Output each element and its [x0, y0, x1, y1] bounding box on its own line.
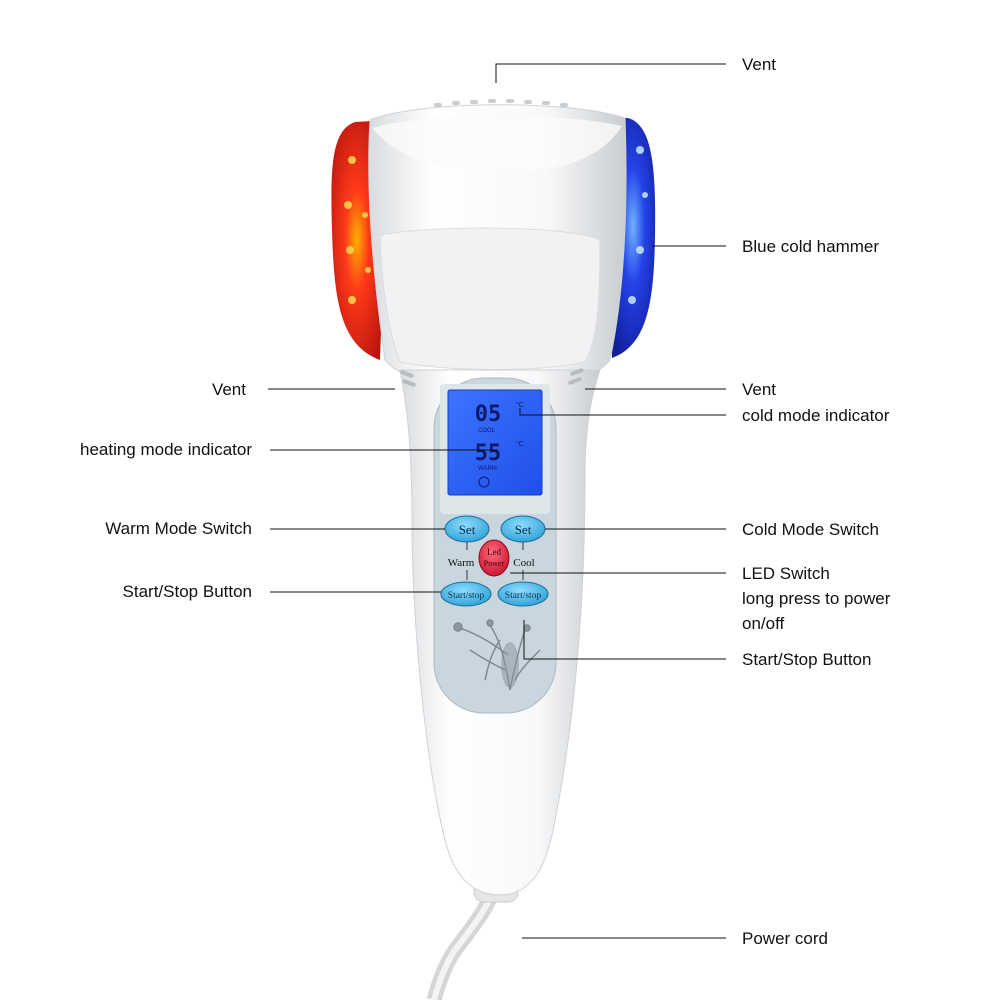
callout-cold-mode-indicator: cold mode indicator [742, 406, 890, 425]
svg-text:Start/stop: Start/stop [505, 591, 542, 601]
callout-cold-mode-switch: Cold Mode Switch [742, 520, 880, 539]
callout-blue-cold-hammer: Blue cold hammer [742, 237, 880, 256]
callout-led-switch-line2: long press to power [742, 589, 891, 608]
callout-vent-right: Vent [742, 380, 777, 399]
callout-led-switch: LED Switch long press to power on/off [742, 561, 890, 636]
lcd-cool-label: COOL [478, 428, 496, 434]
svg-text:°C: °C [516, 401, 524, 409]
lcd-warm-value: 55 [475, 441, 502, 466]
cool-label: Cool [513, 557, 534, 569]
callout-vent-left: Vent [211, 380, 246, 399]
leader-lines [268, 63, 726, 939]
callout-led-switch-line3: on/off [742, 614, 785, 633]
callout-led-switch-line1: LED Switch [742, 564, 830, 583]
callout-power-cord: Power cord [742, 929, 828, 948]
svg-text:Led: Led [487, 547, 501, 557]
callout-vent-top: Vent [742, 55, 777, 74]
lcd-cool-value: 05 [475, 402, 502, 427]
svg-text:Power: Power [484, 559, 505, 568]
vent-left [400, 370, 416, 387]
vent-top [434, 99, 568, 107]
led-power-button[interactable] [478, 539, 510, 577]
lcd-icon [478, 476, 490, 488]
callout-warm-mode-switch: Warm Mode Switch [105, 519, 252, 538]
svg-text:Start/stop: Start/stop [448, 591, 485, 601]
warm-label: Warm [448, 557, 475, 569]
lcd-display [447, 389, 543, 496]
svg-text:Set: Set [459, 522, 476, 537]
start-stop-left-button[interactable] [440, 581, 492, 607]
start-stop-right-button[interactable] [497, 581, 549, 607]
callout-start-stop-right: Start/Stop Button [742, 650, 872, 669]
callout-start-stop-left: Start/Stop Button [122, 582, 252, 601]
svg-text:°C: °C [516, 440, 524, 448]
vent-right [568, 368, 584, 385]
callout-heating-mode-indicator: heating mode indicator [79, 440, 252, 459]
svg-text:Set: Set [515, 522, 532, 537]
lcd-warm-label: WARM [478, 466, 497, 472]
